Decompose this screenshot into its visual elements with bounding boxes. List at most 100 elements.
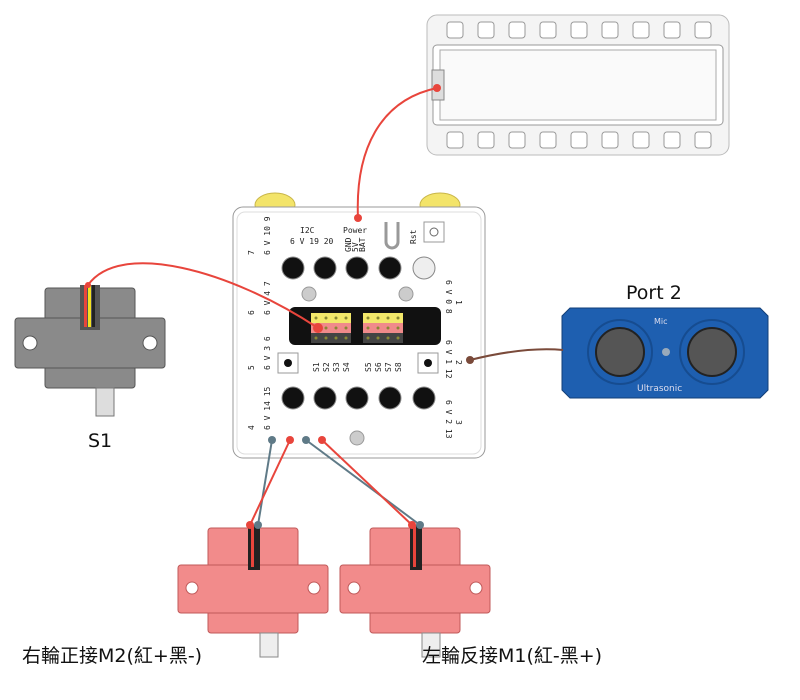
mounting-hole xyxy=(694,131,712,149)
pin-dot xyxy=(366,316,370,320)
port-pins-label: 6 V 10 9 xyxy=(263,216,272,255)
rst-label: Rst xyxy=(409,229,418,244)
left-motor-label: 左輪反接M1(紅-黑+) xyxy=(422,645,602,667)
port-number-2: 2 xyxy=(454,360,463,365)
mic-label: Mic xyxy=(654,317,668,326)
power-pin-5v: 5V xyxy=(351,242,360,252)
port-pins-label: 6 V 2 13 xyxy=(444,400,453,439)
servo-pin-label: S2 xyxy=(322,362,331,372)
reset-button[interactable] xyxy=(423,221,445,243)
servo-s1: S1 xyxy=(14,285,166,452)
pin-dot xyxy=(314,336,318,340)
pin-dot xyxy=(386,326,390,330)
pin-dot xyxy=(396,326,400,330)
pin-dot xyxy=(376,326,380,330)
mounting-hole xyxy=(663,131,681,149)
power-wire xyxy=(356,87,438,219)
pin-dot xyxy=(396,316,400,320)
i2c-label: I2C xyxy=(300,226,315,235)
mounting-hole xyxy=(446,131,464,149)
pin-dot xyxy=(344,336,348,340)
m1-red-wire xyxy=(321,439,413,526)
port-number-1: 1 xyxy=(454,300,463,305)
servo-pin-label: S5 xyxy=(364,362,373,372)
pin-dot xyxy=(366,326,370,330)
port-socket[interactable] xyxy=(345,256,369,280)
port-socket[interactable] xyxy=(281,386,305,410)
mounting-hole xyxy=(508,21,526,39)
m2-red-wire xyxy=(249,439,291,526)
servo-s1-wire xyxy=(87,262,319,329)
pin-dot xyxy=(396,336,400,340)
pin-dot xyxy=(324,316,328,320)
servo-pin-label: S3 xyxy=(332,362,341,372)
left-motor-m1 xyxy=(339,525,491,658)
port-number-6: 6 xyxy=(247,310,256,315)
servo-pin-label: S7 xyxy=(384,362,393,372)
s1-label: S1 xyxy=(88,430,112,452)
port-pins-label: 6 V 14 15 xyxy=(263,386,272,430)
ultrasonic-label: Ultrasonic xyxy=(637,384,682,394)
ultrasonic-sensor: Port 2 Mic Ultrasonic xyxy=(561,282,769,399)
port-socket[interactable] xyxy=(313,256,337,280)
port-number-4: 4 xyxy=(247,425,256,430)
power-pin-bat: BAT xyxy=(358,237,367,252)
port-number-5: 5 xyxy=(247,365,256,370)
mounting-hole xyxy=(663,21,681,39)
mounting-hole xyxy=(632,21,650,39)
mounting-hole xyxy=(477,131,495,149)
i2c-pins: 6 V 19 20 xyxy=(290,237,334,246)
port-number-3: 3 xyxy=(454,420,463,425)
pin-dot xyxy=(324,336,328,340)
mounting-hole xyxy=(632,131,650,149)
servo-pin-label: S8 xyxy=(394,362,403,372)
port-pins-label: 6 V 0 8 xyxy=(444,280,453,314)
port-socket[interactable] xyxy=(412,256,436,280)
wires xyxy=(87,87,564,526)
port-socket[interactable] xyxy=(378,386,402,410)
mounting-hole xyxy=(601,21,619,39)
port-socket[interactable] xyxy=(378,256,402,280)
mounting-hole xyxy=(446,21,464,39)
mounting-hole xyxy=(477,21,495,39)
m2-gray-wire xyxy=(257,439,273,526)
pin-dot xyxy=(344,326,348,330)
servo-pin-label: S6 xyxy=(374,362,383,372)
mounting-hole xyxy=(694,21,712,39)
power-pin-gnd: GND xyxy=(344,237,353,252)
pin-dot xyxy=(334,336,338,340)
pin-dot xyxy=(376,336,380,340)
right-motor-m2 xyxy=(177,525,329,658)
pin-dot xyxy=(324,326,328,330)
port-pins-label: 6 V 3 6 xyxy=(263,336,272,370)
mounting-hole xyxy=(539,131,557,149)
pin-dot xyxy=(334,326,338,330)
port-socket[interactable] xyxy=(313,386,337,410)
port-socket[interactable] xyxy=(281,256,305,280)
mounting-hole xyxy=(601,131,619,149)
right-motor-label: 右輪正接M2(紅+黑-) xyxy=(22,645,202,667)
wire-endpoints xyxy=(85,84,474,529)
mounting-hole xyxy=(539,21,557,39)
mounting-hole xyxy=(570,21,588,39)
mounting-hole xyxy=(570,131,588,149)
pin-dot xyxy=(344,316,348,320)
servo-pin-label: S4 xyxy=(342,362,351,372)
pin-dot xyxy=(366,336,370,340)
port2-label: Port 2 xyxy=(626,282,682,304)
ultrasonic-wire xyxy=(469,348,564,361)
pin-dot xyxy=(376,316,380,320)
pin-dot xyxy=(314,316,318,320)
servo-pin-label: S1 xyxy=(312,362,321,372)
pin-dot xyxy=(334,316,338,320)
port-pins-label: 6 V 1 12 xyxy=(444,340,453,379)
pin-dot xyxy=(386,316,390,320)
port-socket[interactable] xyxy=(345,386,369,410)
power-label: Power xyxy=(343,226,367,235)
port-number-7: 7 xyxy=(247,250,256,255)
pin-dot xyxy=(386,336,390,340)
mounting-hole xyxy=(508,131,526,149)
port-socket[interactable] xyxy=(412,386,436,410)
